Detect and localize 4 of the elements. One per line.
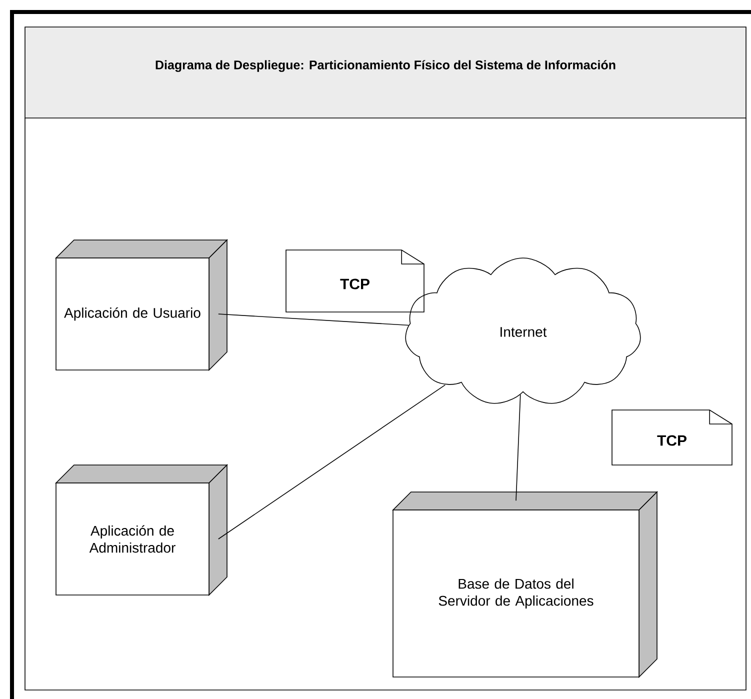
connector-line <box>218 314 409 326</box>
title-bar: Diagrama de Despliegue: Particionamiento Físico del Sistema de Información <box>24 26 746 118</box>
note-box: TCP <box>286 250 424 312</box>
note-box: TCP <box>612 410 732 466</box>
